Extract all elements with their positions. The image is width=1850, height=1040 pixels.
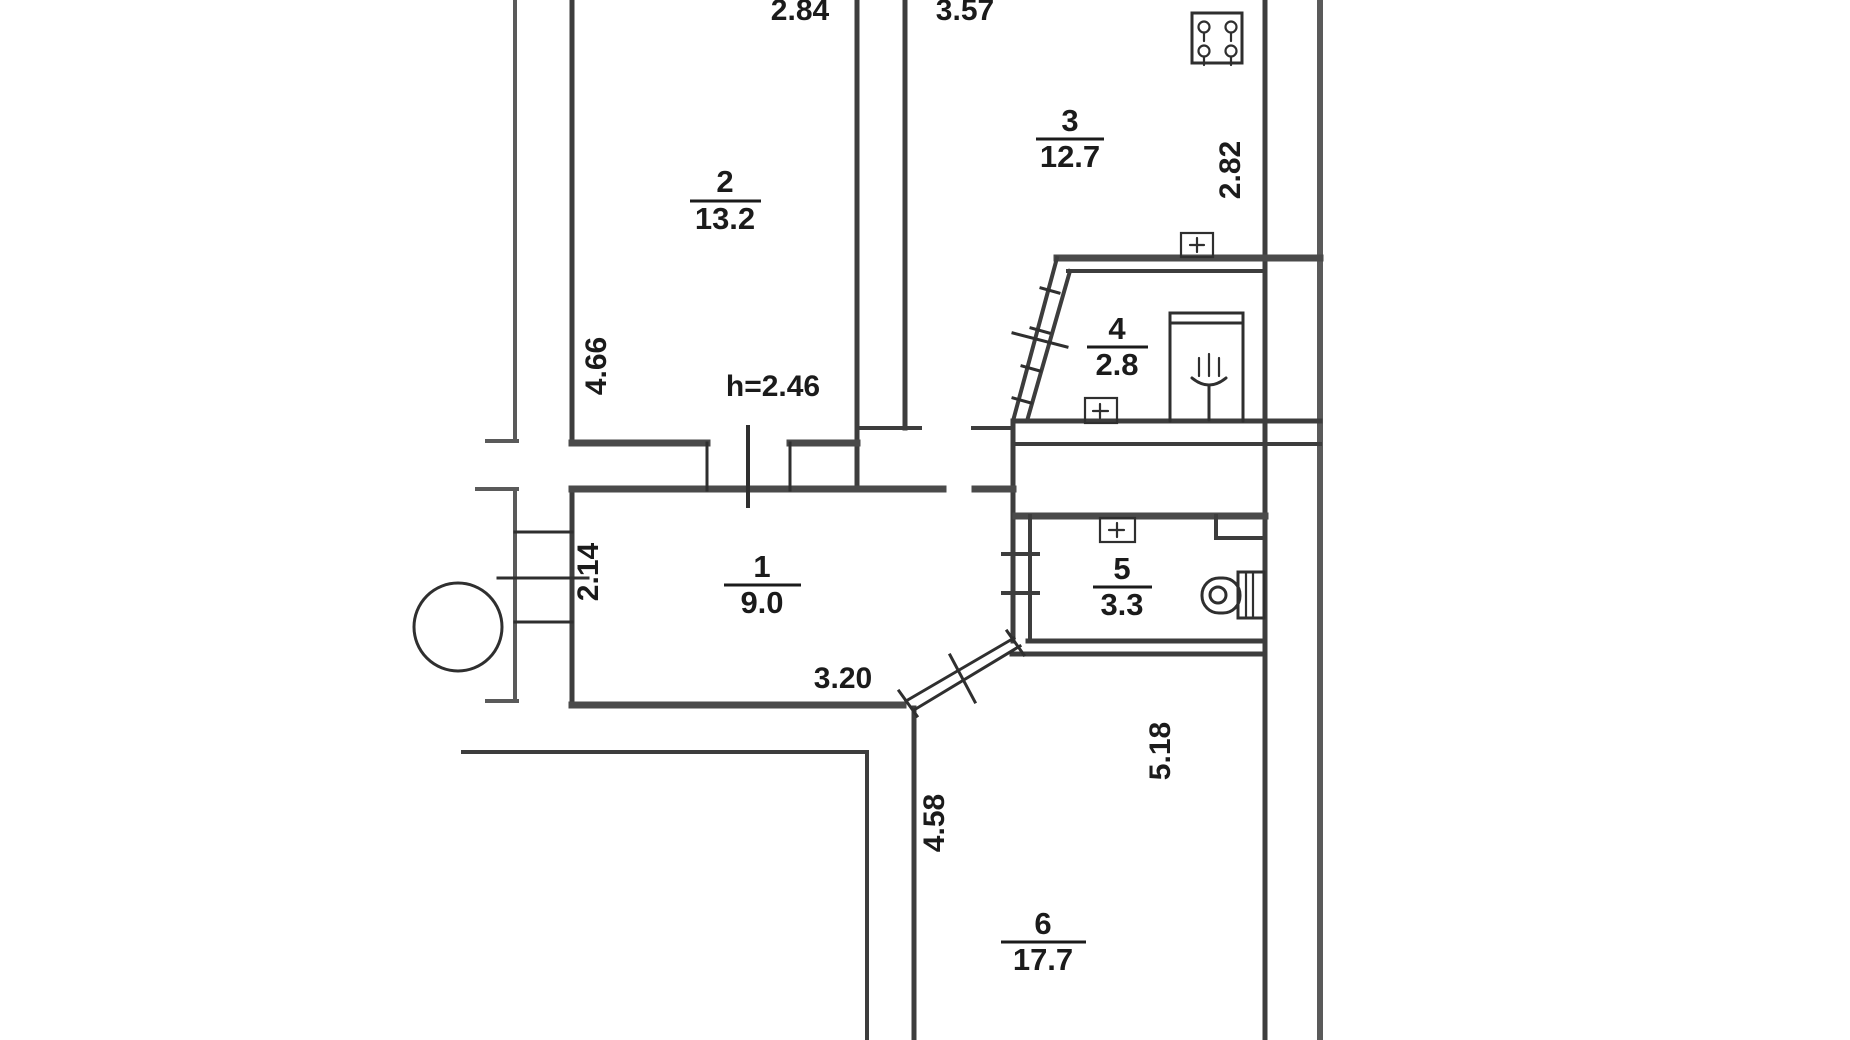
dim-room6-left-height: 4.58 — [918, 794, 951, 852]
room-3-number: 3 — [1061, 103, 1078, 138]
dim-room3-width: 3.57 — [936, 0, 994, 27]
stove-icon — [1190, 11, 1244, 67]
room2-door — [705, 425, 792, 508]
room4-slanted-wall — [1010, 255, 1073, 424]
dim-room1-width: 3.20 — [814, 662, 872, 695]
dim-room3-height: 2.82 — [1214, 141, 1247, 199]
room-1-area: 9.0 — [740, 585, 783, 620]
room-label-5: 5 3.3 — [1093, 551, 1152, 622]
vent-shaft-icon-1 — [1179, 231, 1215, 259]
room-label-6: 6 17.7 — [1001, 906, 1086, 977]
room-4-number: 4 — [1108, 311, 1126, 346]
window-icon — [496, 530, 590, 624]
room-label-2: 2 13.2 — [690, 164, 761, 236]
room-label-1: 1 9.0 — [724, 549, 801, 620]
room-label-3: 3 12.7 — [1036, 103, 1104, 174]
vent-shaft-icon-2 — [1083, 396, 1119, 425]
dim-room2-height: 4.66 — [580, 337, 613, 395]
toilet-icon — [1200, 570, 1266, 620]
room-5-number: 5 — [1113, 551, 1130, 586]
room-2-area: 13.2 — [695, 201, 755, 236]
dim-room6-right-height: 5.18 — [1144, 722, 1177, 780]
dim-room2-width: 2.84 — [771, 0, 830, 27]
room-2-number: 2 — [716, 164, 733, 199]
exterior-left-wall — [475, 0, 519, 703]
shower-icon — [1168, 311, 1245, 423]
vent-shaft-icon-3 — [1098, 516, 1137, 544]
dim-room1-height: 2.14 — [572, 542, 605, 601]
ceiling-height-label: h=2.46 — [726, 370, 820, 403]
room-6-area: 17.7 — [1013, 942, 1073, 977]
room-5-area: 3.3 — [1100, 587, 1143, 622]
room-3-area: 12.7 — [1040, 139, 1100, 174]
column-icon — [412, 581, 504, 673]
room-6-number: 6 — [1034, 906, 1051, 941]
room6-corner-door — [896, 628, 1027, 719]
room-4-area: 2.8 — [1095, 347, 1138, 382]
interior-walls — [461, 0, 1324, 1040]
room-label-4: 4 2.8 — [1087, 311, 1148, 382]
room-1-number: 1 — [753, 549, 770, 584]
